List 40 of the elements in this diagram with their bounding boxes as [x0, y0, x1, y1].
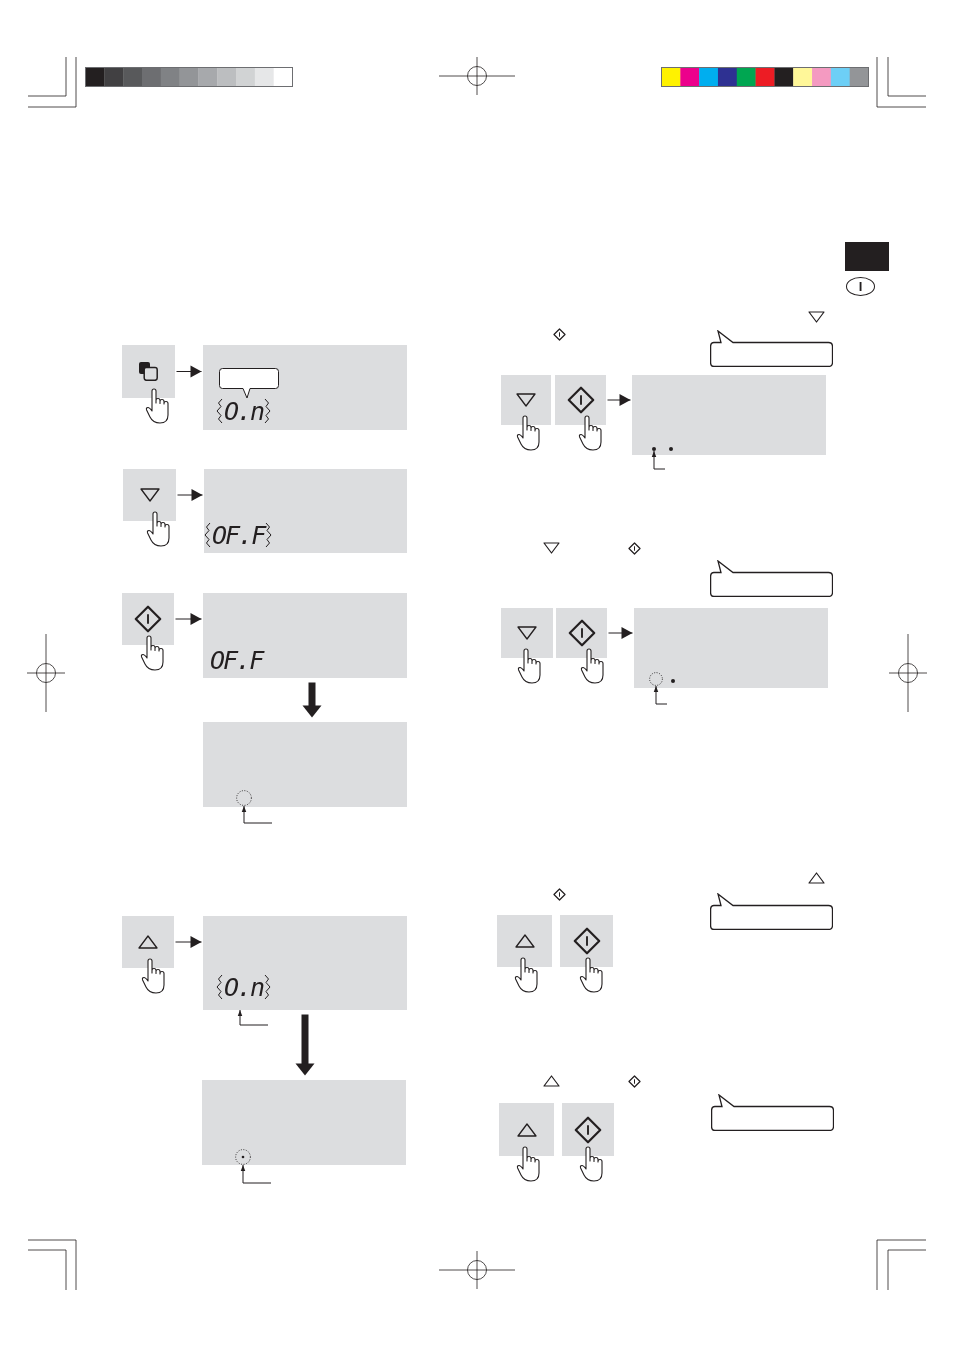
leader-line	[240, 1164, 272, 1184]
panel-key	[555, 375, 606, 425]
dotted-circle-icon	[236, 790, 252, 806]
arrow	[608, 627, 633, 639]
display-readout: O.n	[224, 974, 264, 1000]
arrow	[607, 394, 631, 406]
lcd-display	[203, 593, 407, 678]
lcd-display	[202, 1080, 406, 1165]
panel-key	[560, 915, 613, 967]
panel-key	[501, 608, 553, 658]
display-readout: OF.F	[210, 648, 263, 673]
dotted-circle-icon	[235, 1149, 251, 1165]
panel-key	[122, 345, 175, 398]
display-readout: O.n	[224, 398, 264, 424]
panel-key	[497, 915, 552, 967]
leader-line	[653, 685, 668, 705]
display-readout: OF.F	[212, 522, 265, 548]
arrow	[175, 613, 202, 625]
lcd-display	[203, 916, 407, 1010]
panel-key	[556, 608, 607, 658]
dot-icon	[652, 447, 656, 451]
arrow	[177, 489, 203, 501]
leader-line	[237, 1009, 269, 1026]
panel-key	[122, 916, 174, 968]
leader-line	[241, 805, 273, 824]
lcd-display	[204, 469, 407, 553]
arrow	[175, 936, 202, 948]
chapter-marker: I	[846, 277, 875, 296]
lcd-display	[203, 722, 407, 807]
panel-key	[499, 1103, 554, 1156]
leader-line	[651, 450, 666, 470]
lcd-display	[203, 345, 407, 430]
panel-key	[122, 593, 174, 645]
lcd-display	[632, 375, 826, 455]
arrow	[176, 365, 202, 378]
lcd-display	[634, 608, 828, 688]
panel-key	[501, 375, 551, 425]
dotted-circle-icon	[649, 672, 663, 686]
panel-key	[123, 469, 176, 521]
panel-key	[562, 1103, 614, 1156]
